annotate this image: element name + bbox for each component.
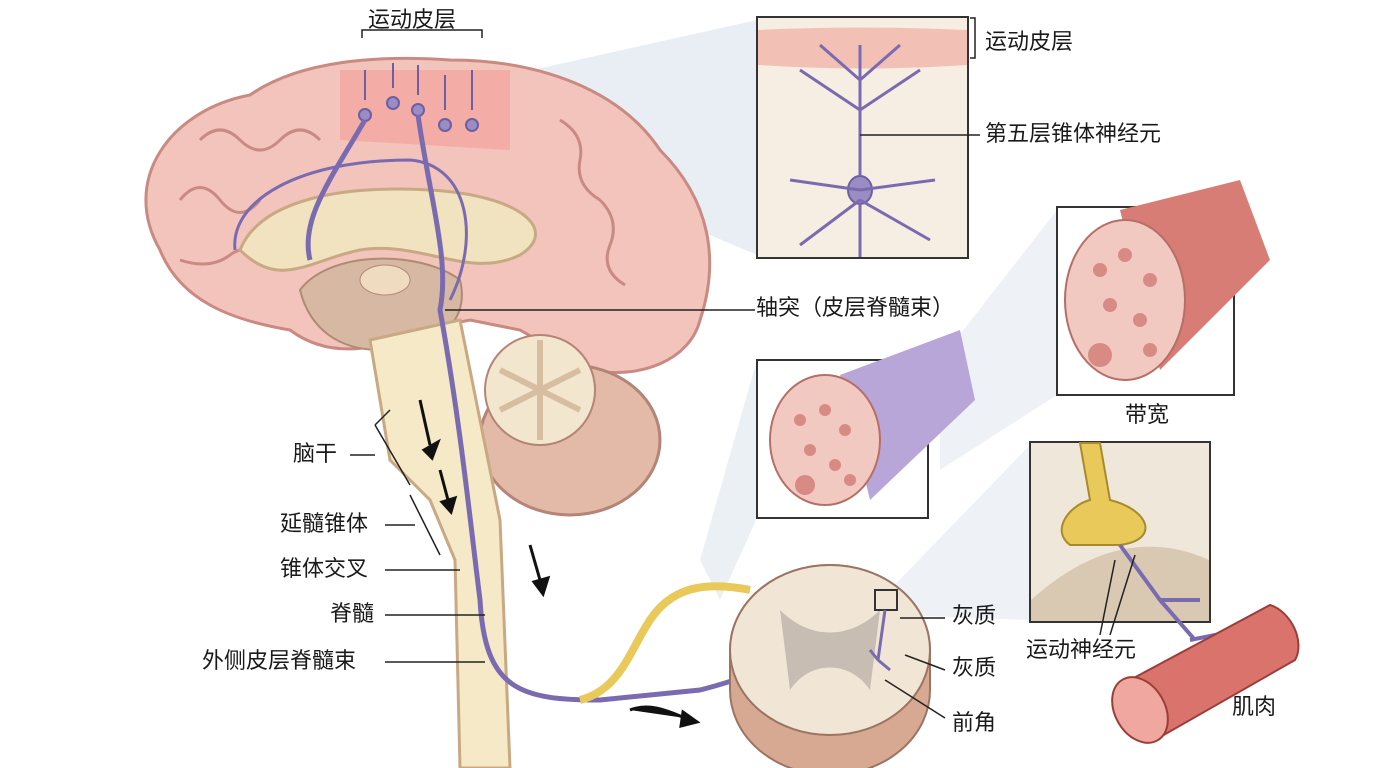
callout-beam-synapse [880,445,1030,620]
label-gray-matter-2: 灰质 [952,656,997,681]
label-layer5-pyramidal: 第五层锥体神经元 [985,122,1162,147]
label-motor-cortex-top: 运动皮层 [368,8,457,33]
cortex-neurons [358,63,479,132]
inset-axon-bundle [756,330,975,519]
label-anterior-horn: 前角 [952,711,997,736]
brain [144,56,712,517]
label-spinal-cord: 脊髓 [330,602,375,627]
callout-beam-axon-bundle [700,360,757,600]
label-pyramidal-decussation: 锥体交叉 [280,557,369,582]
brainstem-spinal-cord [368,318,512,768]
muscle [1111,603,1300,744]
label-bandwidth: 带宽 [1125,403,1170,428]
peripheral-nerve [578,582,751,704]
label-axon-tract: 轴突（皮层脊髓束） [756,296,955,321]
direction-arrows [418,399,701,728]
label-motor-cortex-inset: 运动皮层 [985,30,1074,55]
inset-nerve-bundle [1056,180,1270,396]
label-gray-matter-1: 灰质 [952,604,997,629]
label-muscle: 肌肉 [1232,695,1277,720]
label-motor-neuron: 运动神经元 [1026,638,1137,663]
spinal-cross-section [729,564,931,768]
leader-lines [350,17,1136,719]
label-medullary-pyramid: 延髓锥体 [280,512,369,537]
label-lateral-corticospinal-tract: 外侧皮层脊髓束 [202,649,357,674]
label-brainstem: 脑干 [293,442,338,467]
corticospinal-tract [305,114,781,703]
inset-cortex-neuron [756,16,969,259]
cerebellum [478,334,662,517]
inset-synapse [1029,441,1211,642]
